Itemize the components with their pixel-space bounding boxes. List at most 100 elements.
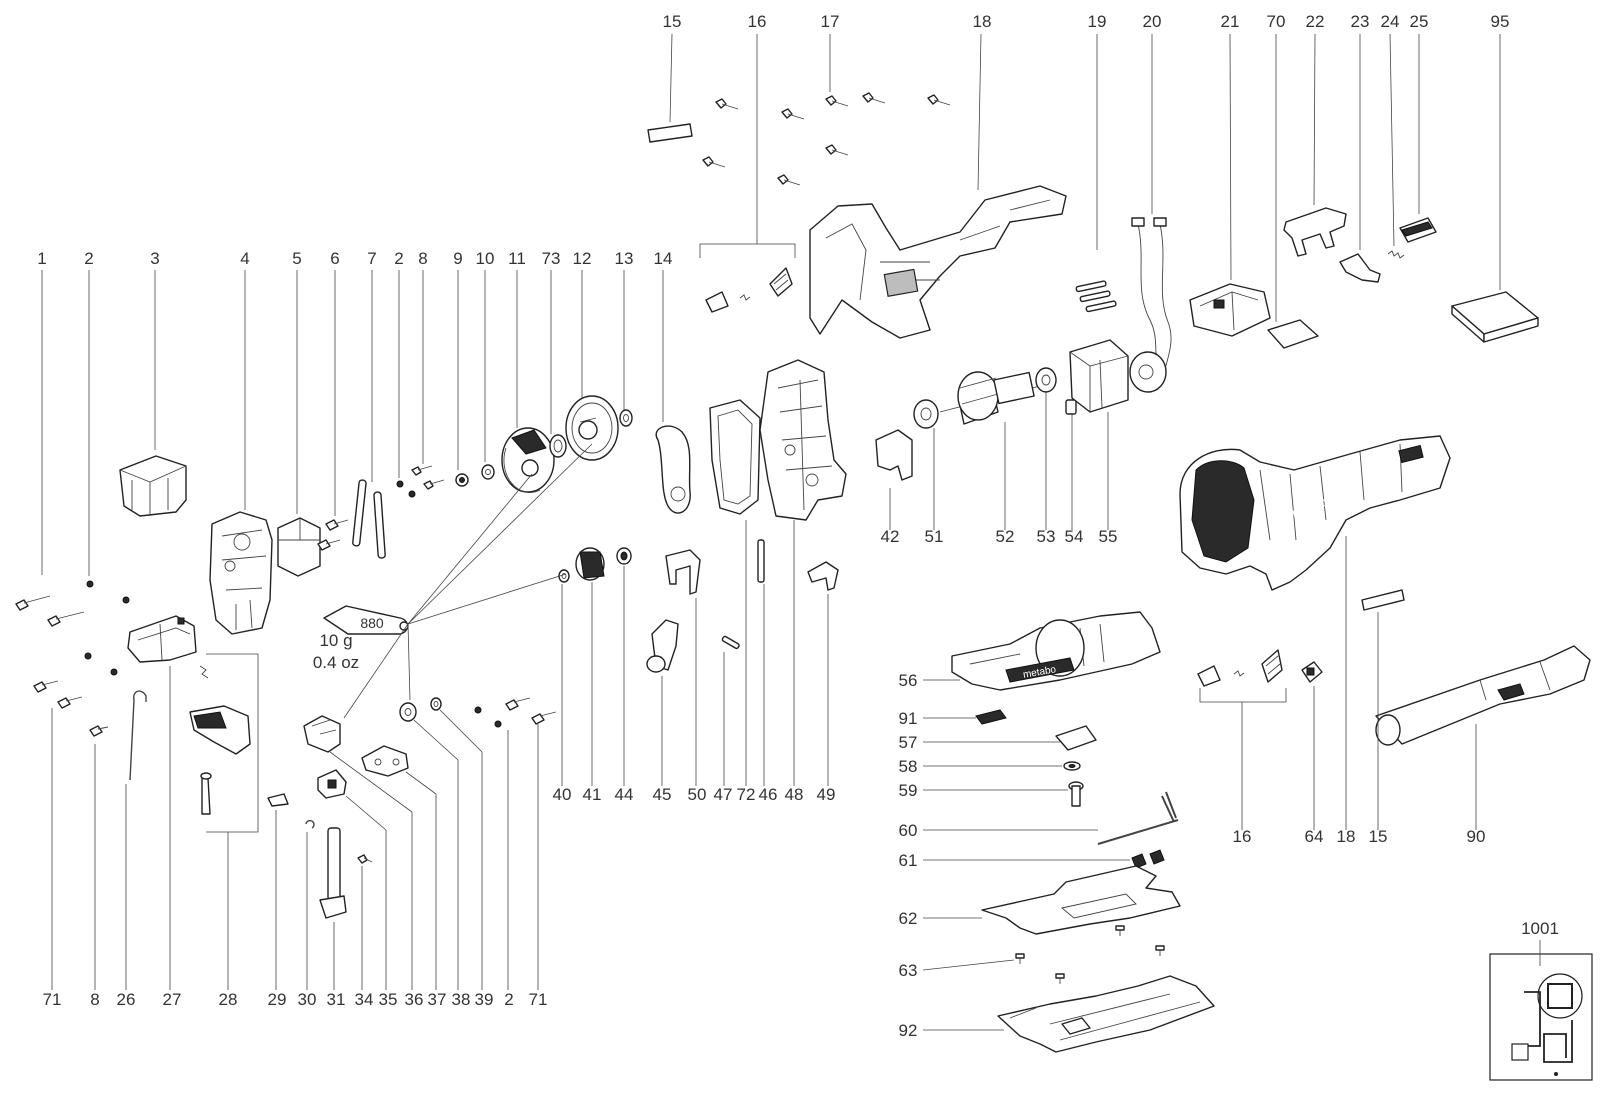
guide-45 <box>646 619 679 673</box>
armature-52 <box>939 371 1041 425</box>
callout-57: 57 <box>899 733 918 752</box>
screws-17 <box>702 34 951 186</box>
washers-2-left <box>84 580 130 676</box>
label-15-lower <box>1361 589 1405 611</box>
callout-38: 38 <box>452 990 471 1009</box>
callout-36: 36 <box>405 990 424 1009</box>
screw-34 <box>357 854 373 864</box>
callout-92: 92 <box>899 1021 918 1040</box>
callout-8: 8 <box>418 249 427 268</box>
housing-assembled-18: metabo <box>1179 435 1451 591</box>
callout-30: 30 <box>298 990 317 1009</box>
callout-5: 5 <box>292 249 301 268</box>
bearing-9 <box>455 473 469 487</box>
callout-41: 41 <box>583 785 602 804</box>
callout-56: 56 <box>899 671 918 690</box>
pin-46 <box>757 539 765 583</box>
washer-73 <box>549 434 567 458</box>
screw-59 <box>1068 781 1084 807</box>
callout-21: 21 <box>1221 12 1240 31</box>
gasket-14 <box>655 425 691 514</box>
callout-62: 62 <box>899 909 918 928</box>
callout-1: 1 <box>37 249 46 268</box>
callout-7: 7 <box>367 249 376 268</box>
grease-code: 880 <box>360 615 384 631</box>
washer-13 <box>619 409 633 427</box>
grease-leader-lines <box>343 443 593 719</box>
washer-58 <box>1063 761 1081 771</box>
callout-71: 71 <box>43 990 62 1009</box>
callout-2c: 2 <box>504 990 513 1009</box>
callout-40: 40 <box>553 785 572 804</box>
washer-40 <box>558 569 570 583</box>
callout-54: 54 <box>1065 527 1084 546</box>
mount-42 <box>875 429 913 481</box>
callout-22: 22 <box>1306 12 1325 31</box>
callout-8b: 8 <box>90 990 99 1009</box>
hook-26 <box>129 690 147 781</box>
callout-70: 70 <box>1267 12 1286 31</box>
callout-19: 19 <box>1088 12 1107 31</box>
callout-31: 31 <box>327 990 346 1009</box>
callout-27: 27 <box>163 990 182 1009</box>
screw-8-lower <box>89 725 109 737</box>
callout-39: 39 <box>475 990 494 1009</box>
label-plate-15-top <box>647 33 693 143</box>
battery-pack-cover-95 <box>1451 34 1539 343</box>
callout-25: 25 <box>1410 12 1429 31</box>
callout-24: 24 <box>1381 12 1400 31</box>
button-25 <box>1399 34 1437 243</box>
slider-22 <box>1283 33 1347 257</box>
block-35 <box>317 769 347 799</box>
link-7 <box>352 479 386 559</box>
button-64 <box>1301 661 1323 683</box>
callout-61: 61 <box>899 851 918 870</box>
switch-group-16-top <box>699 34 796 313</box>
leader-lines-right <box>1241 536 1477 830</box>
callout-16: 16 <box>748 12 767 31</box>
callout-2: 2 <box>84 249 93 268</box>
base-carrier-56: metabo <box>951 611 1161 691</box>
switch-group-28 <box>189 653 259 990</box>
grease-weight-grams: 10 g <box>319 631 352 650</box>
screws-63 <box>1015 925 1165 984</box>
callout-2b: 2 <box>394 249 403 268</box>
washers-2-8 <box>396 465 445 498</box>
callout-37: 37 <box>428 990 447 1009</box>
clip-29 <box>267 793 289 807</box>
leader-lines-base <box>922 679 1130 1031</box>
vacuum-adapter-90 <box>1375 645 1591 746</box>
callout-50: 50 <box>688 785 707 804</box>
guide-91 <box>975 709 1007 725</box>
callout-63: 63 <box>899 961 918 980</box>
callout-17: 17 <box>821 12 840 31</box>
pinion-41 <box>575 547 605 581</box>
washer-39 <box>430 697 442 711</box>
screws-6 <box>317 519 349 551</box>
lever-49 <box>807 561 839 591</box>
callout-23: 23 <box>1351 12 1370 31</box>
callout-42: 42 <box>881 527 900 546</box>
wiring-schematic-1001 <box>1489 940 1593 1081</box>
pins-19 <box>1075 34 1117 313</box>
grease-tube-880: 880 <box>323 605 409 635</box>
callout-28: 28 <box>219 990 238 1009</box>
battery-interface-21 <box>1189 33 1271 337</box>
callout-12: 12 <box>573 249 592 268</box>
leader-lines-upper-left <box>41 270 664 576</box>
sleeve-54 <box>1065 399 1077 415</box>
gear-11 <box>501 427 555 493</box>
plate-37 <box>361 745 409 777</box>
callout-48: 48 <box>785 785 804 804</box>
callout-26: 26 <box>117 990 136 1009</box>
roller-38 <box>399 702 417 722</box>
spring-24 <box>1387 33 1405 259</box>
gasket-72 <box>709 399 761 515</box>
callout-45: 45 <box>653 785 672 804</box>
callout-47: 47 <box>714 785 733 804</box>
callout-51: 51 <box>925 527 944 546</box>
callout-64: 64 <box>1305 827 1324 846</box>
pin-47 <box>721 635 740 650</box>
screws-71-lower <box>505 697 557 725</box>
